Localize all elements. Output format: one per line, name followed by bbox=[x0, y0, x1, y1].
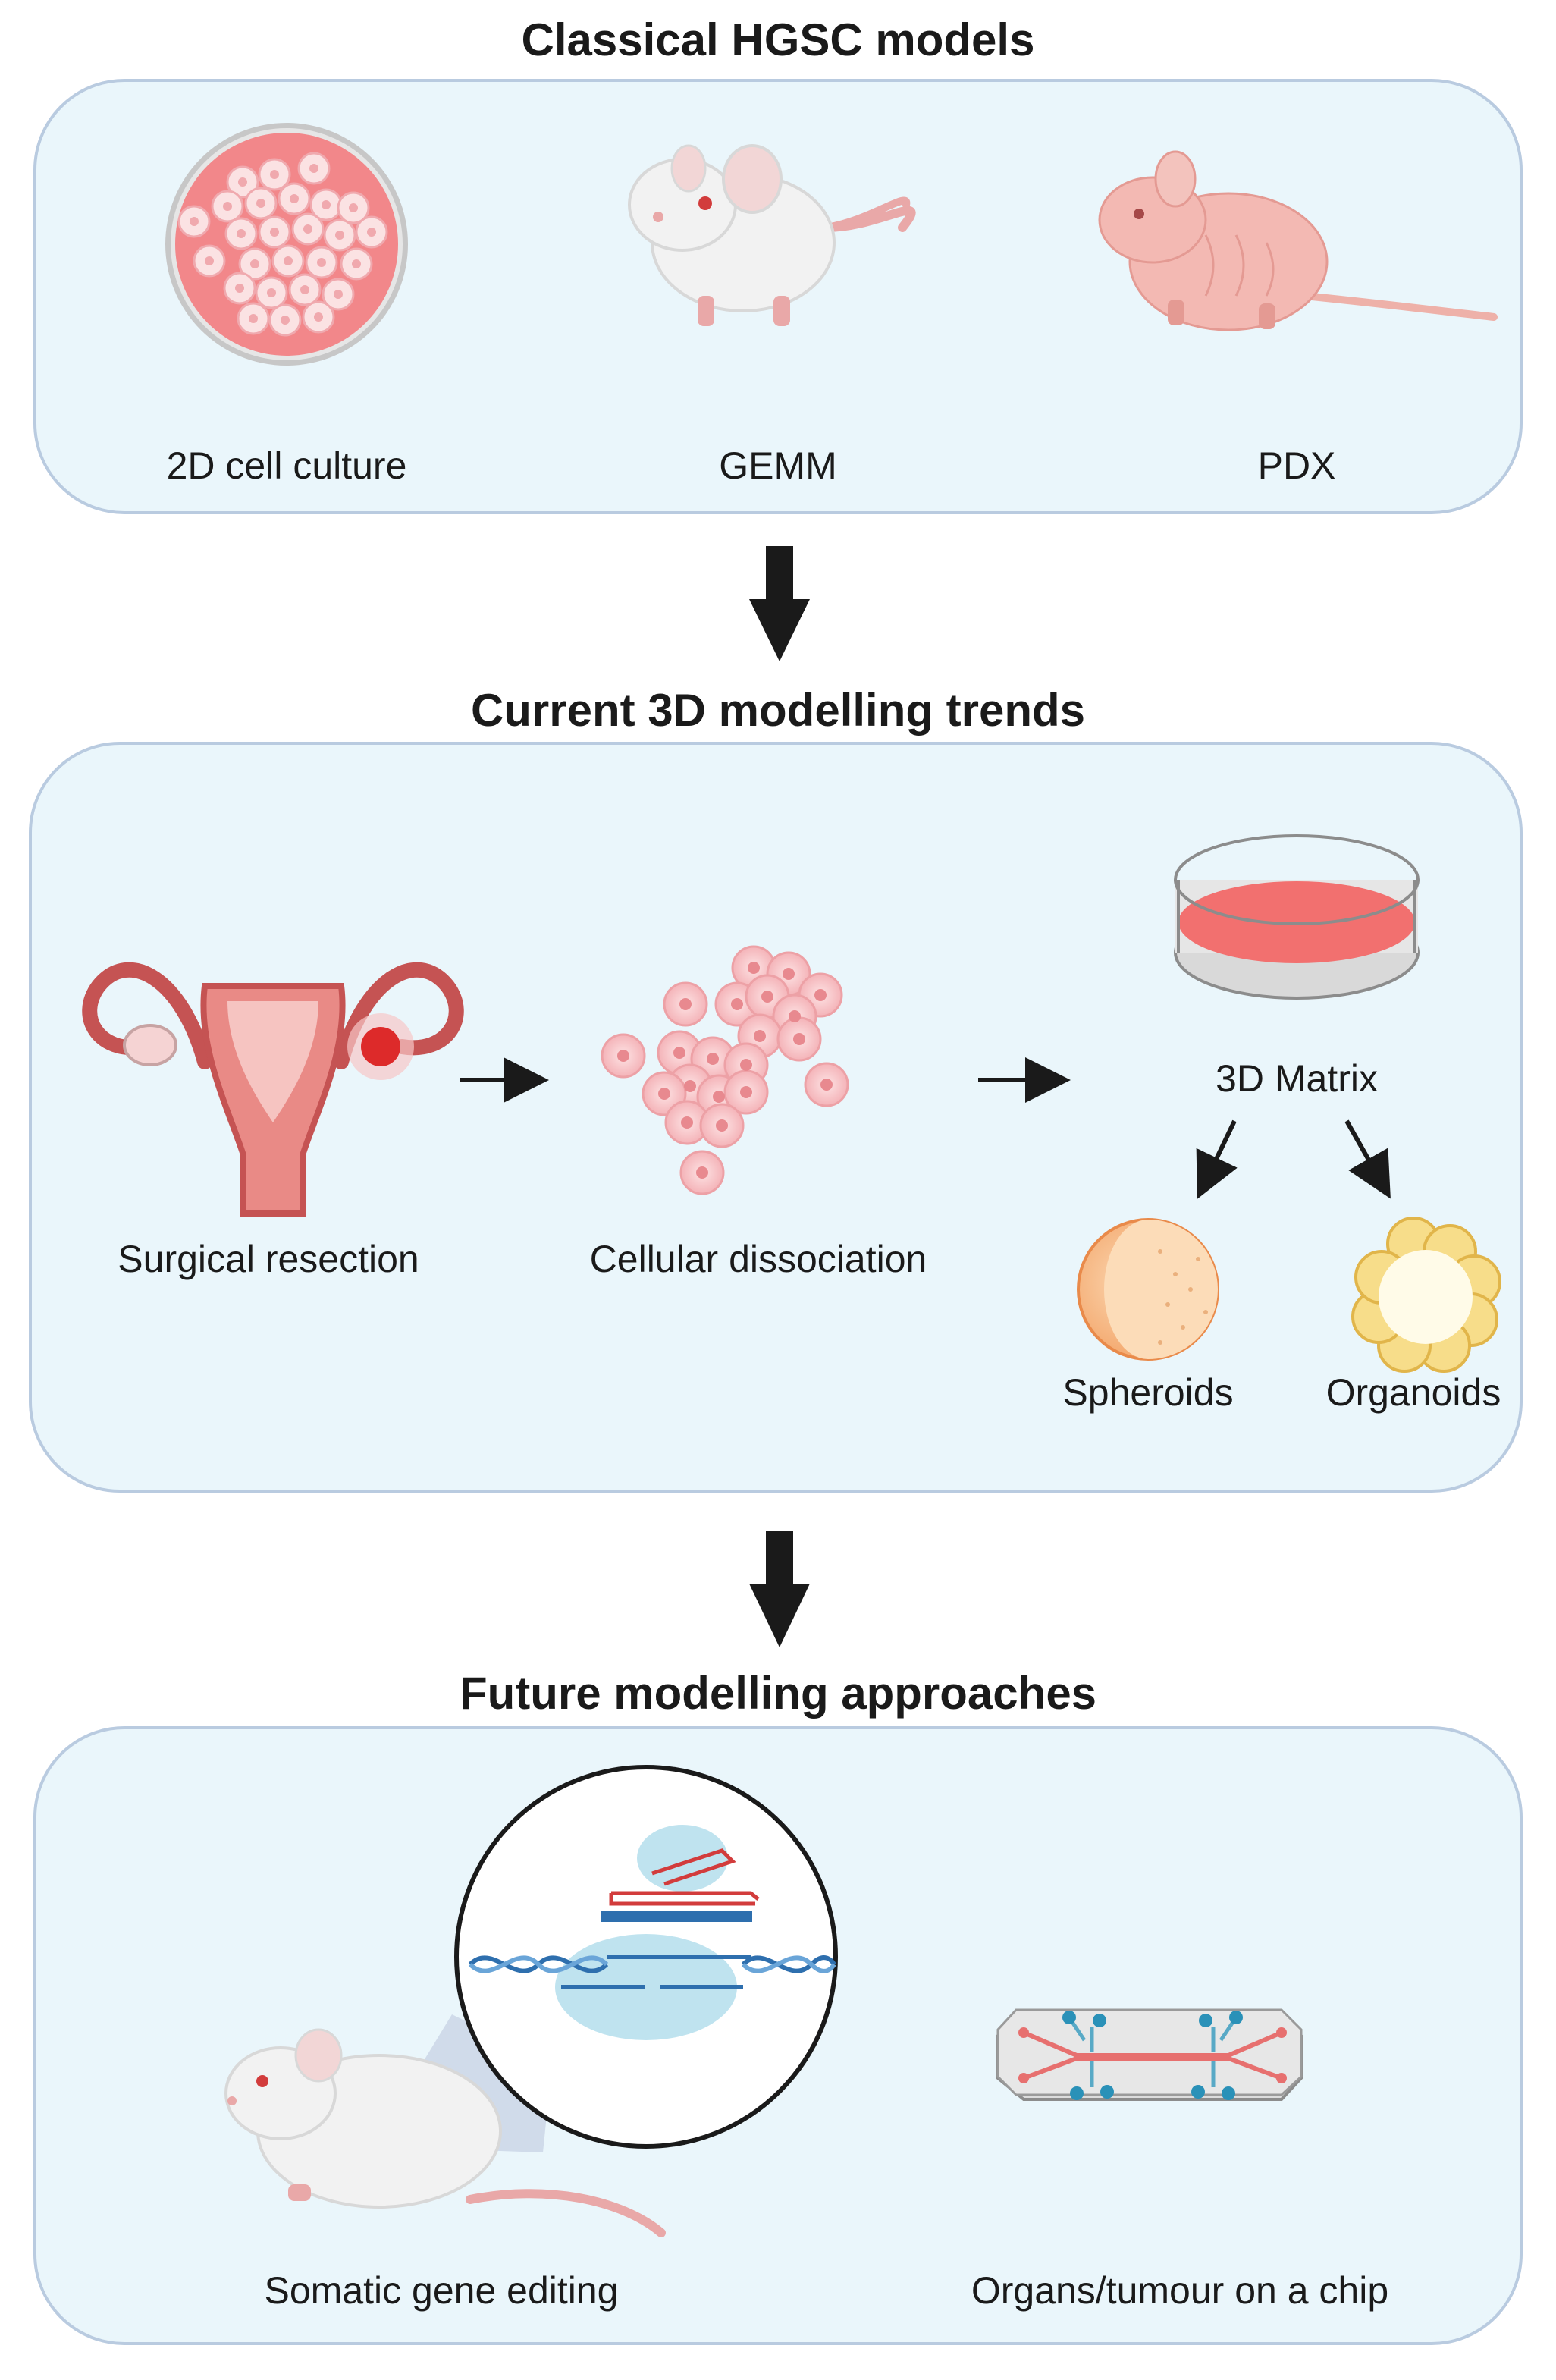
gemm-mouse-icon bbox=[628, 144, 916, 326]
label-organoids: Organoids bbox=[1325, 1371, 1501, 1414]
matrix-dish-icon bbox=[1174, 834, 1420, 1000]
down-arrow-1-icon bbox=[749, 546, 810, 661]
petri-dish-2d-culture-icon bbox=[165, 123, 408, 366]
title-classical-hgsc-models: Classical HGSC models bbox=[521, 14, 1035, 65]
dissociated-cells-icon bbox=[601, 945, 849, 1195]
pdx-nude-mouse-icon bbox=[1098, 150, 1498, 331]
label-2d-cell-culture: 2D cell culture bbox=[166, 444, 407, 487]
arrow-to-organoids-icon bbox=[1344, 1119, 1391, 1199]
crispr-zoom-circle-icon bbox=[454, 1765, 838, 2149]
title-current-3d-modelling-trends: Current 3D modelling trends bbox=[470, 685, 1086, 736]
label-cellular-dissociation: Cellular dissociation bbox=[589, 1238, 927, 1280]
title-future-modelling-approaches: Future modelling approaches bbox=[459, 1668, 1097, 1719]
label-spheroids: Spheroids bbox=[1062, 1371, 1234, 1414]
uterus-ovarian-tumour-icon bbox=[82, 962, 464, 1217]
label-organs-tumour-on-a-chip: Organs/tumour on a chip bbox=[971, 2269, 1389, 2312]
label-3d-matrix: 3D Matrix bbox=[1216, 1057, 1378, 1100]
organoid-icon bbox=[1351, 1217, 1501, 1373]
label-gemm: GEMM bbox=[719, 444, 837, 487]
arrow-to-spheroids-icon bbox=[1196, 1119, 1238, 1199]
label-pdx: PDX bbox=[1257, 444, 1336, 487]
label-surgical-resection: Surgical resection bbox=[118, 1238, 419, 1280]
organ-on-chip-icon bbox=[996, 2008, 1303, 2101]
down-arrow-2-icon bbox=[749, 1531, 810, 1647]
spheroid-icon bbox=[1077, 1218, 1219, 1361]
label-somatic-gene-editing: Somatic gene editing bbox=[264, 2269, 619, 2312]
